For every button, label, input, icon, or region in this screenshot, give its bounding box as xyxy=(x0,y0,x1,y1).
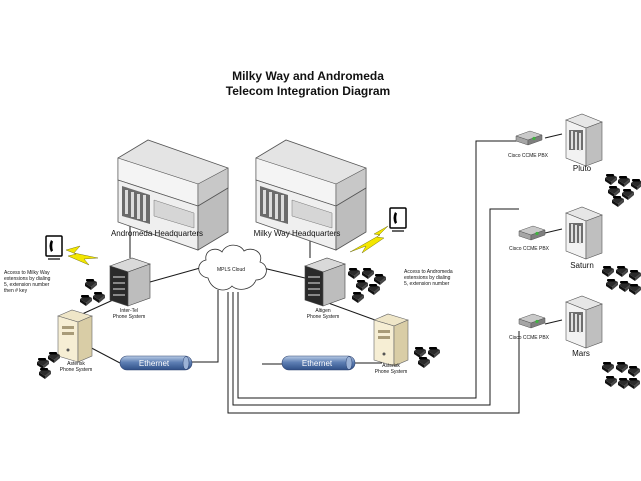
phone-icon xyxy=(631,179,641,190)
andromeda-hq-label: Andromeda Headquarters xyxy=(111,229,203,238)
saturn-phones xyxy=(602,266,641,295)
note-left: Access to Milky Way extensions by dialin… xyxy=(4,270,51,294)
pluto-phones xyxy=(605,174,641,207)
phone-icon xyxy=(602,266,614,277)
pluto-pbx-label: Cisco CCME PBX xyxy=(508,153,549,159)
saturn-label: Saturn xyxy=(570,261,594,270)
phone-icon xyxy=(605,174,617,185)
phone-icon xyxy=(39,368,51,379)
note-right-line1: Access to Andromeda xyxy=(404,269,453,275)
note-left-line1: Access to Milky Way xyxy=(4,270,50,276)
diagram-title-line1: Milky Way and Andromeda xyxy=(232,69,384,83)
note-left-line3: 5, extension number xyxy=(4,282,50,288)
phone-icon xyxy=(605,376,617,387)
ethernet-left-pipe xyxy=(119,355,193,371)
phone-icon xyxy=(374,274,386,285)
lightning-left-icon xyxy=(65,245,99,266)
phone-icon xyxy=(37,358,49,369)
note-right: Access to Andromeda extensions by dialin… xyxy=(404,269,453,287)
milkyway-hq-label: Milky Way Headquarters xyxy=(254,229,341,238)
mars-building xyxy=(565,295,603,349)
altigen-label-line1: Altigen xyxy=(315,308,331,314)
phone-icon xyxy=(352,292,364,303)
intertel-label-line2: Phone System xyxy=(113,314,146,320)
mpls-cloud-icon xyxy=(198,244,267,291)
phone-icon xyxy=(618,176,630,187)
note-right-line3: 5, extension number xyxy=(404,281,450,287)
wall-phone-right-icon xyxy=(389,207,407,233)
phone-icon xyxy=(414,347,426,358)
asterisk-right-label-line2: Phone System xyxy=(375,369,408,375)
phone-icon xyxy=(348,268,360,279)
diagram-title-line2: Telecom Integration Diagram xyxy=(226,84,390,98)
ethernet-right-label: Ethernet xyxy=(302,359,333,368)
network-links xyxy=(79,133,563,414)
mars-router-icon xyxy=(518,313,546,329)
phone-icon xyxy=(93,292,105,303)
phone-icon xyxy=(356,280,368,291)
asterisk-left-label-line2: Phone System xyxy=(60,367,93,373)
mars-phones xyxy=(602,362,640,389)
lightning-right-icon xyxy=(349,225,389,254)
ethernet-right-pipe xyxy=(281,355,356,371)
pluto-router-icon xyxy=(515,130,543,146)
saturn-pbx-label: Cisco CCME PBX xyxy=(509,246,550,252)
phone-icon xyxy=(629,284,641,295)
phone-icon xyxy=(362,268,374,279)
asterisk-right-server-icon xyxy=(373,313,409,367)
ethernet-left-label: Ethernet xyxy=(139,359,170,368)
mars-label: Mars xyxy=(572,349,590,358)
altigen-pbx-icon xyxy=(304,257,346,307)
phone-icon xyxy=(628,378,640,389)
phone-icon xyxy=(612,196,624,207)
phone-icon xyxy=(85,279,97,290)
phone-icon xyxy=(428,347,440,358)
saturn-router-icon xyxy=(518,225,546,241)
note-left-line2: extensions by dialing xyxy=(4,276,51,282)
altigen-label-line2: Phone System xyxy=(307,314,340,320)
phone-icon xyxy=(629,270,641,281)
phone-icon xyxy=(616,266,628,277)
phone-icon xyxy=(628,366,640,377)
phone-icon xyxy=(616,362,628,373)
asterisk-right-label-line1: Asterisk xyxy=(382,363,400,369)
asterisk-left-label-line1: Asterisk xyxy=(67,361,85,367)
pluto-label: Pluto xyxy=(573,164,592,173)
asterisk-left-server-icon xyxy=(57,309,93,363)
phone-icon xyxy=(606,279,618,290)
phone-icon xyxy=(602,362,614,373)
pluto-building xyxy=(565,113,603,167)
note-right-line2: extensions by dialing xyxy=(404,275,451,281)
phone-icon xyxy=(368,284,380,295)
phone-icon xyxy=(622,189,634,200)
wall-phone-left-icon xyxy=(45,235,63,261)
mars-pbx-label: Cisco CCME PBX xyxy=(509,335,550,341)
saturn-building xyxy=(565,206,603,260)
note-left-line4: then # key xyxy=(4,288,28,294)
phone-icon xyxy=(608,186,620,197)
intertel-pbx-icon xyxy=(109,257,151,307)
phone-icon xyxy=(418,357,430,368)
mpls-cloud-label: MPLS Cloud xyxy=(217,267,245,273)
intertel-label-line1: Inter-Tel xyxy=(120,308,138,314)
phone-icon xyxy=(80,295,92,306)
